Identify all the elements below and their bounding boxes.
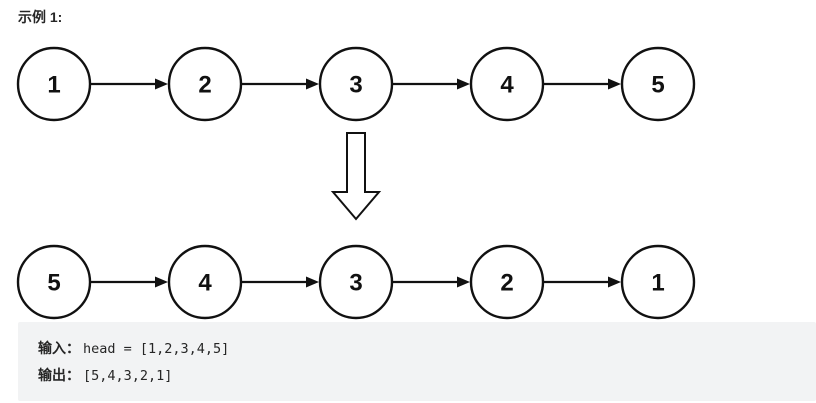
node-value: 5 [47,270,60,297]
node-value: 2 [500,270,513,297]
list-node [16,244,92,320]
list-node [469,46,545,122]
input-code: head = [1,2,3,4,5] [83,341,230,357]
list-node [620,244,696,320]
list-node [318,46,394,122]
list-node [620,46,696,122]
output-label: 输出： [38,367,80,383]
output-code: [5,4,3,2,1] [83,368,173,384]
linked-list-diagram: 1 2 3 4 5 5 4 3 2 1 [16,46,696,320]
example-title: 示例 1: [18,9,63,25]
arrowhead-icon [457,276,470,288]
node-value: 4 [198,270,212,297]
node-value: 3 [349,270,362,297]
arrowhead-icon [155,276,168,288]
list-node [16,46,92,122]
node-value: 1 [47,72,60,99]
input-label: 输入： [38,340,80,356]
arrowhead-icon [306,78,319,90]
list-node [318,244,394,320]
output-line: 输出：[5,4,3,2,1] [38,362,796,389]
input-line: 输入：head = [1,2,3,4,5] [38,335,796,362]
list-node [167,46,243,122]
arrowhead-icon [306,276,319,288]
node-value: 4 [500,72,514,99]
arrowhead-icon [155,78,168,90]
node-value: 3 [349,72,362,99]
node-value: 5 [651,72,664,99]
list-node [469,244,545,320]
arrowhead-icon [608,78,621,90]
input-list: 1 2 3 4 5 [16,46,696,122]
down-arrow-icon [330,132,382,221]
arrowhead-icon [608,276,621,288]
list-node [167,244,243,320]
arrowhead-icon [457,78,470,90]
example-io-box: 输入：head = [1,2,3,4,5] 输出：[5,4,3,2,1] [18,322,816,401]
node-value: 1 [651,270,664,297]
output-list: 5 4 3 2 1 [16,244,696,320]
node-value: 2 [198,72,211,99]
